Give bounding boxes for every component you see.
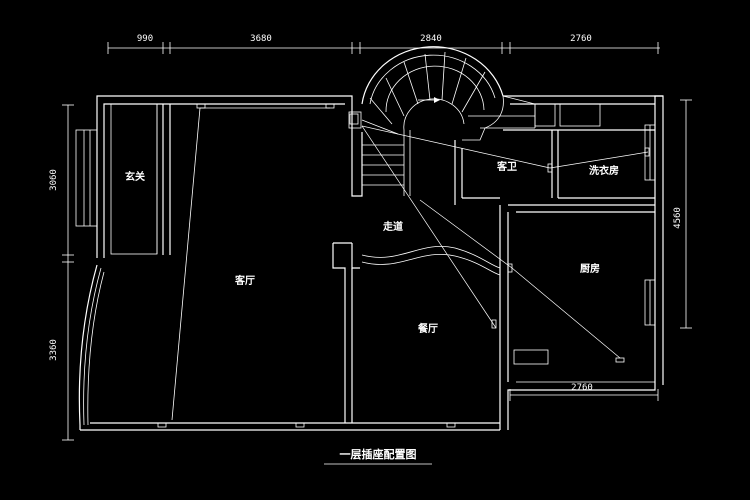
spiral-staircase (361, 46, 536, 196)
room-label-living: 客厅 (234, 274, 255, 287)
room-label-guest-bath: 客卫 (496, 160, 517, 173)
dim-bottom-kitchen: 2760 (571, 383, 593, 393)
outlet-icon (349, 113, 359, 125)
arrow-icon (434, 97, 440, 103)
living-room-lines (171, 107, 330, 421)
outlet-icon (157, 422, 167, 428)
outlet-icon (295, 422, 305, 428)
wiring (361, 125, 649, 359)
dim-left-lower: 3360 (49, 339, 59, 361)
dim-right: 4560 (673, 207, 683, 229)
outlet-icon (547, 163, 553, 173)
outlet-icon (325, 103, 335, 109)
outlet-icon (446, 422, 456, 428)
room-label-foyer: 玄关 (125, 170, 145, 183)
room-label-laundry: 洗衣房 (589, 164, 619, 177)
outer-walls (75, 95, 664, 431)
dim-top-1: 990 (137, 34, 153, 44)
dim-top-3: 2840 (420, 34, 442, 44)
left-dimension-line (62, 104, 74, 441)
drawing-title: 一层插座配置图 (340, 447, 417, 461)
room-label-kitchen: 厨房 (580, 262, 600, 275)
interior-walls (110, 103, 655, 423)
dim-top-4: 2760 (570, 34, 592, 44)
room-label-corridor: 走道 (382, 220, 403, 233)
dim-top-2: 3680 (250, 34, 272, 44)
bottom-dimension-line (509, 389, 659, 401)
outlets (157, 103, 650, 428)
outlet-icon (196, 103, 206, 109)
outlet-icon (507, 263, 513, 273)
dim-left-upper: 3060 (49, 169, 59, 191)
outlet-icon (615, 357, 625, 363)
right-dimension-line (680, 99, 692, 329)
outlet-icon (644, 147, 650, 157)
top-dimension-line (107, 42, 660, 54)
room-label-dining: 餐厅 (417, 322, 438, 335)
outlet-icon (491, 319, 497, 329)
